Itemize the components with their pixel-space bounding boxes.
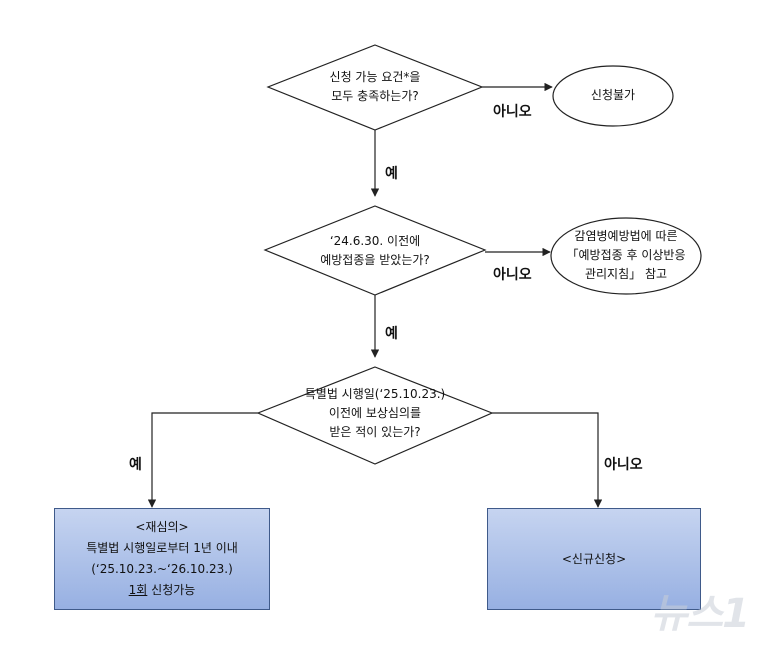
terminal-1-label: 신청불가 bbox=[590, 88, 636, 102]
news1-watermark-logo: 뉴스1 bbox=[650, 591, 750, 637]
decision-3-line-2: 이전에 보상심의를 bbox=[328, 406, 422, 420]
terminal-2-text: 감염병예방법에 따른 「예방접종 후 이상반응 관리지침」 참고 bbox=[551, 227, 701, 284]
terminal-2-line-3: 관리지침」 참고 bbox=[584, 267, 668, 281]
decision-2-line-2: 예방접종을 받았는가? bbox=[320, 253, 430, 267]
decision-2-line-1: ‘24.6.30. 이전에 bbox=[329, 234, 421, 248]
result-box-reexamination: <재심의> 특별법 시행일로부터 1년 이내 (‘25.10.23.~‘26.1… bbox=[54, 508, 270, 610]
decision-3-text: 특별법 시행일(‘25.10.23.) 이전에 보상심의를 받은 적이 있는가? bbox=[258, 385, 492, 442]
terminal-ellipse-1 bbox=[552, 65, 674, 127]
arrow-d3-yes bbox=[147, 412, 258, 508]
edge-label-no-2: 아니오 bbox=[493, 267, 532, 283]
decision-1-text: 신청 가능 요건*을 모두 충족하는가? bbox=[268, 68, 482, 106]
decision-3-line-3: 받은 적이 있는가? bbox=[329, 425, 421, 439]
terminal-1-text: 신청불가 bbox=[553, 86, 673, 105]
edge-label-yes-3: 예 bbox=[129, 457, 142, 473]
decision-2-text: ‘24.6.30. 이전에 예방접종을 받았는가? bbox=[265, 232, 485, 270]
edge-label-no-1: 아니오 bbox=[493, 104, 532, 120]
edge-label-yes-1: 예 bbox=[385, 166, 398, 182]
result-left-line-3: (‘25.10.23.~‘26.10.23.) bbox=[91, 562, 233, 576]
decision-diamond-3 bbox=[256, 366, 494, 465]
terminal-2-line-2: 「예방접종 후 이상반응 bbox=[566, 248, 686, 262]
edge-label-yes-2: 예 bbox=[385, 326, 398, 342]
result-right-line-1: <신규신청> bbox=[561, 551, 627, 566]
arrow-d3-no bbox=[492, 412, 603, 508]
terminal-ellipse-2 bbox=[550, 217, 702, 295]
decision-1-line-2: 모두 충족하는가? bbox=[331, 89, 419, 103]
result-left-line-4: 1회 신청가능 bbox=[129, 580, 196, 601]
result-left-line-2: 특별법 시행일로부터 1년 이내 bbox=[86, 541, 238, 555]
result-box-new-application: <신규신청> bbox=[487, 508, 701, 610]
terminal-2-line-1: 감염병예방법에 따른 bbox=[574, 229, 678, 243]
result-left-line-1: <재심의> bbox=[135, 520, 189, 534]
result-left-apply: 신청가능 bbox=[147, 583, 196, 597]
edge-label-no-3: 아니오 bbox=[604, 457, 643, 473]
decision-3-line-1: 특별법 시행일(‘25.10.23.) bbox=[304, 387, 446, 401]
result-left-once: 1회 bbox=[128, 583, 148, 597]
decision-1-line-1: 신청 가능 요건*을 bbox=[329, 70, 421, 84]
